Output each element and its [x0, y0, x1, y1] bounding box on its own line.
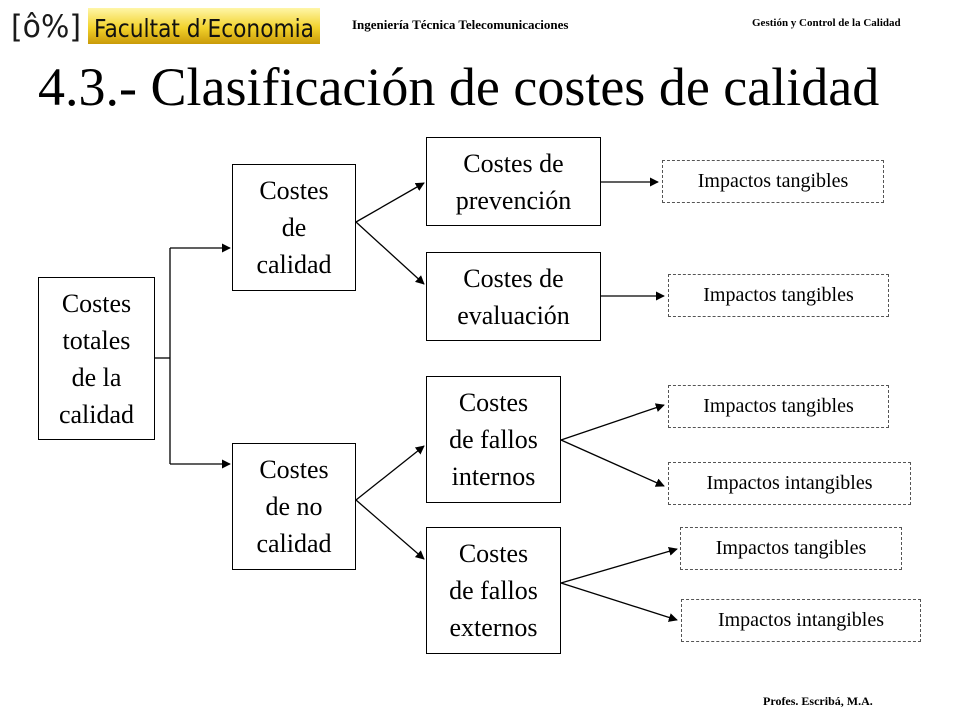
quality-costs-line: de	[281, 213, 307, 242]
impact-tangible-evaluation: Impactos tangibles	[668, 274, 889, 317]
arrow-to-prevention	[355, 182, 425, 223]
logo-mark: [ô%]	[11, 9, 81, 45]
prevention-costs-line: Costes de	[463, 148, 564, 178]
evaluation-costs-line: Costes de	[463, 263, 564, 293]
total-quality-costs-line: Costes	[61, 288, 132, 318]
internal-failure-costs-line: de fallos	[449, 425, 538, 454]
impact-tangible-internal: Impactos tangibles	[668, 385, 889, 428]
total-quality-costs-line: calidad	[58, 399, 135, 429]
arrow-internal-tangible	[560, 403, 665, 441]
prevention-costs-line: prevención	[455, 185, 572, 215]
logo-wordmark: Facultat d’Economia	[94, 14, 314, 43]
non-quality-costs-line: calidad	[256, 529, 332, 558]
total-quality-costs-box: Costes totales de la calidad	[38, 277, 155, 440]
slide-title: 4.3.- Clasificación de costes de calidad	[38, 57, 880, 117]
internal-failure-costs-line: internos	[451, 462, 536, 491]
footer-authors: Profes. Escribá, M.A.	[763, 694, 873, 708]
external-failure-costs-line: de fallos	[449, 576, 538, 605]
non-quality-costs-box: Costes de no calidad	[232, 443, 356, 570]
external-failure-costs-line: externos	[449, 613, 538, 642]
impact-intangible-internal: Impactos intangibles	[668, 462, 911, 505]
external-failure-costs-line: Costes	[458, 539, 529, 568]
arrow-external-tangible	[560, 546, 678, 584]
impact-tangible-external: Impactos tangibles	[680, 527, 902, 570]
arrow-external-intangible	[560, 582, 678, 622]
quality-costs-line: calidad	[256, 250, 332, 279]
external-failure-costs-box: Costes de fallos externos	[426, 527, 561, 654]
evaluation-costs-box: Costes de evaluación	[426, 252, 601, 341]
quality-costs-box: Costes de calidad	[232, 164, 356, 291]
total-quality-costs-line: de la	[71, 362, 122, 392]
impact-tangible-prevention: Impactos tangibles	[662, 160, 884, 203]
arrow-to-internal-failures	[355, 445, 425, 501]
arrow-to-evaluation	[355, 221, 425, 285]
evaluation-costs-line: evaluación	[457, 300, 570, 330]
internal-failure-costs-line: Costes	[458, 388, 529, 417]
arrow-to-external-failures	[355, 499, 425, 560]
non-quality-costs-line: Costes	[259, 455, 329, 484]
non-quality-costs-line: de no	[265, 492, 323, 521]
course-name: Ingeniería Técnica Telecomunicaciones	[352, 17, 569, 32]
subject-name: Gestión y Control de la Calidad	[752, 17, 901, 29]
quality-costs-line: Costes	[259, 176, 329, 205]
prevention-costs-box: Costes de prevención	[426, 137, 601, 226]
faculty-logo: [ô%] Facultat d’Economia	[11, 8, 320, 45]
total-quality-costs-line: totales	[62, 325, 131, 355]
internal-failure-costs-box: Costes de fallos internos	[426, 376, 561, 503]
impact-intangible-external: Impactos intangibles	[681, 599, 921, 642]
arrow-internal-intangible	[560, 439, 665, 487]
